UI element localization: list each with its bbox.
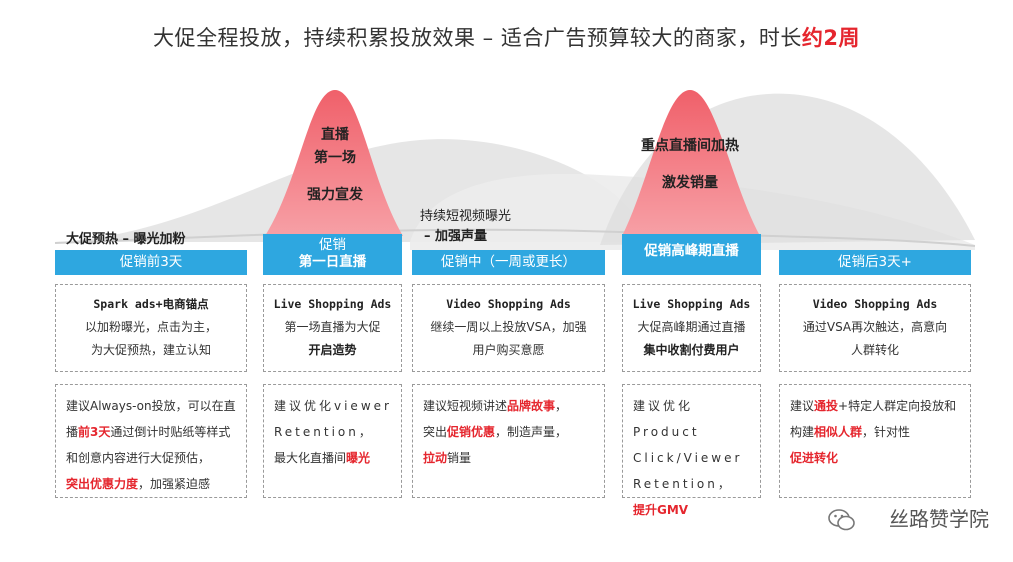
note-mid-line2: – 加强声量 xyxy=(424,229,488,244)
tip-line: ，制造声量， xyxy=(495,425,568,439)
tip-line: 建议Always-on投放，可以在直 xyxy=(66,399,236,413)
spacer xyxy=(285,170,385,184)
phase-header-first-live-label: 促销 xyxy=(319,237,346,253)
tip-line: 建议 xyxy=(790,399,815,413)
wechat-icon xyxy=(828,509,855,531)
tip-line: 播 xyxy=(66,425,79,439)
tip-highlight: 突出优惠力度 xyxy=(66,477,139,491)
peak1-line1: 直播 xyxy=(321,127,349,143)
tip-highlight: 促销优惠 xyxy=(447,425,496,439)
format-line: 以加粉曝光，点击为主， xyxy=(84,320,217,334)
phase-header-mid: 促销中（一周或更长） xyxy=(412,250,605,275)
format-title: Live Shopping Ads xyxy=(273,297,392,311)
note-mid: 持续短视频曝光 – 加强声量 xyxy=(420,207,511,247)
peak1-line3: 强力宣发 xyxy=(307,187,363,203)
peak1-text: 直播 第一场 强力宣发 xyxy=(285,124,385,207)
peak1-line2: 第一场 xyxy=(314,150,356,166)
format-title: Live Shopping Ads xyxy=(632,297,751,311)
format-box-peak-live: Live Shopping Ads 大促高峰期通过直播 集中收割付费用户 xyxy=(622,284,761,372)
tip-box-mid: 建议短视频讲述品牌故事， 突出促销优惠，制造声量， 拉动销量 xyxy=(412,384,605,498)
phase-header-post-label: 促销后3天+ xyxy=(838,254,912,270)
phase-header-first-live-label2: 第一日直播 xyxy=(298,254,367,270)
phase-header-mid-label: 促销中（一周或更长） xyxy=(441,254,576,270)
phase-header-first-live: 促销 第一日直播 xyxy=(263,234,402,275)
note-warmup: 大促预热 – 曝光加粉 xyxy=(66,230,186,250)
tip-line: 建议短视频讲述 xyxy=(423,399,508,413)
tip-highlight: 拉动 xyxy=(423,451,448,465)
spacer xyxy=(630,158,750,172)
wave-line xyxy=(54,228,976,247)
peak-main-live xyxy=(622,90,760,236)
tip-box-first-live: 建议优化viewer Retention， 最大化直播间曝光 xyxy=(263,384,402,498)
tip-box-peak-live: 建议优化Product Click/Viewer Retention， 提升GM… xyxy=(622,384,761,517)
tip-highlight: 曝光 xyxy=(346,451,371,465)
phase-header-pre-label: 促销前3天 xyxy=(119,254,183,270)
peak-first-live xyxy=(265,90,403,236)
tip-line: 最大化直播间 xyxy=(274,451,347,465)
format-line: 用户购买意愿 xyxy=(472,343,545,357)
tip-highlight: 相似人群 xyxy=(814,425,863,439)
tip-line: 建议优化Product xyxy=(633,399,700,439)
peak2-line2: 激发销量 xyxy=(662,175,718,191)
note-warmup-text: 大促预热 – 曝光加粉 xyxy=(66,232,186,247)
format-box-mid: Video Shopping Ads 继续一周以上投放VSA，加强 用户购买意愿 xyxy=(412,284,605,372)
title-highlight: 约2周 xyxy=(801,26,860,50)
tip-line: 建议优化viewer xyxy=(274,399,392,413)
tip-box-post: 建议通投+特定人群定向投放和 构建相似人群，针对性 促进转化 xyxy=(779,384,971,498)
format-box-post: Video Shopping Ads 通过VSA再次触达，高意向 人群转化 xyxy=(779,284,971,372)
tip-line: ， xyxy=(555,399,568,413)
format-title: Video Shopping Ads xyxy=(446,297,571,311)
format-line: 第一场直播为大促 xyxy=(284,320,381,334)
tip-highlight: 品牌故事 xyxy=(507,399,556,413)
format-title: Spark ads+电商锚点 xyxy=(93,297,209,311)
tip-line: 和创意内容进行大促预估， xyxy=(66,451,211,465)
phase-header-post: 促销后3天+ xyxy=(779,250,971,275)
tip-line: 通过倒计时贴纸等样式 xyxy=(110,425,231,439)
peak2-text: 重点直播间加热 激发销量 xyxy=(630,135,750,195)
format-line: 继续一周以上投放VSA，加强 xyxy=(430,320,587,334)
format-box-first-live: Live Shopping Ads 第一场直播为大促 开启造势 xyxy=(263,284,402,372)
format-line: 集中 xyxy=(643,343,668,357)
note-mid-line1: 持续短视频曝光 xyxy=(420,209,512,224)
tip-highlight: 提升GMV xyxy=(633,503,689,517)
peak2-line1: 重点直播间加热 xyxy=(641,138,739,154)
title-text: 大促全程投放，持续积累投放效果 – 适合广告预算较大的商家，时长 xyxy=(153,26,802,50)
phase-header-pre: 促销前3天 xyxy=(55,250,247,275)
format-line: 人群转化 xyxy=(850,343,899,357)
tip-line: ，加强紧迫感 xyxy=(138,477,211,491)
page-title: 大促全程投放，持续积累投放效果 – 适合广告预算较大的商家，时长约2周 xyxy=(0,22,1013,52)
watermark: 丝路赞学院 xyxy=(889,507,989,531)
phase-header-peak-live-label: 促销高峰期直播 xyxy=(644,243,739,259)
tip-line: Retention， xyxy=(274,425,374,439)
tip-line: +特定人群定向投放和 xyxy=(838,399,957,413)
tip-line: 销量 xyxy=(447,451,472,465)
tip-highlight: 通投 xyxy=(814,399,839,413)
format-title: Video Shopping Ads xyxy=(812,297,938,311)
tip-line: Retention， xyxy=(633,477,733,491)
tip-line: 构建 xyxy=(790,425,815,439)
tip-line: Click/Viewer xyxy=(633,451,743,465)
phase-header-peak-live: 促销高峰期直播 xyxy=(622,234,761,275)
tip-highlight: 促进转化 xyxy=(790,451,839,465)
format-line: 通过VSA再次触达，高意向 xyxy=(802,320,948,334)
format-box-pre: Spark ads+电商锚点 以加粉曝光，点击为主， 为大促预热，建立认知 xyxy=(55,284,247,372)
format-line: 大促高峰期通过直播 xyxy=(637,320,746,334)
tip-line: ，针对性 xyxy=(862,425,911,439)
tip-line: 突出 xyxy=(423,425,448,439)
format-line: 开启造势 xyxy=(308,343,357,357)
tip-highlight: 前3天 xyxy=(78,425,111,439)
format-line: 为大促预热，建立认知 xyxy=(90,343,211,357)
format-line-bold: 收割付费用户 xyxy=(667,343,740,357)
tip-box-pre: 建议Always-on投放，可以在直 播前3天通过倒计时贴纸等样式 和创意内容进… xyxy=(55,384,247,498)
